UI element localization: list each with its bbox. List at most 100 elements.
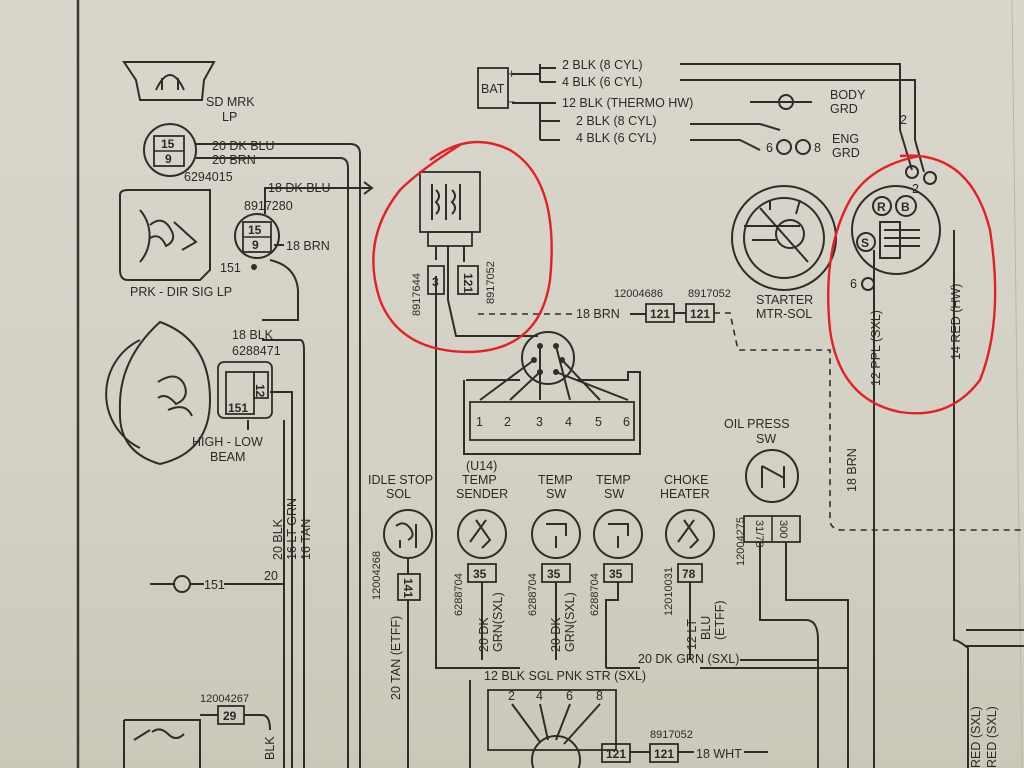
- starter-label-2: MTR-SOL: [756, 307, 812, 321]
- starter-red-wire: 14 RED (HW): [949, 284, 963, 360]
- bottom-wire-runs: 12 BLK SGL PNK STR (SXL) 20 DK GRN (SXL)…: [469, 652, 999, 768]
- idle-wire: 20 TAN (ETFF): [389, 616, 403, 700]
- temp-sw1-part: 6288704: [527, 573, 539, 616]
- choke-part: 12010031: [663, 567, 675, 616]
- oil-label-2: SW: [756, 432, 776, 446]
- oil-label: OIL PRESS: [724, 417, 790, 431]
- coil-part-right: 8917052: [485, 261, 497, 304]
- headlamp-high-low: 18 BLK 6288471 151 12 HIGH - LOW BEAM 20…: [105, 320, 313, 768]
- dk-grn-wire: 20 DK GRN (SXL): [638, 652, 739, 666]
- bottom-left-component: 12004267 29 BLK: [123, 693, 277, 768]
- headlamp-vwire-tan: 16 TAN: [299, 519, 313, 560]
- choke-heater: CHOKE HEATER 78 12010031 12 LT BLU (ETFF…: [660, 473, 727, 660]
- distributor-cylinders: 1 2 3 4 5 6: [476, 415, 630, 429]
- park-dir-signal-lamp: PRK - DIR SIG LP 8917280 15 9 18 DK BLU …: [119, 181, 374, 321]
- starter-terminal-r: R: [877, 200, 886, 214]
- temp-sw2-part: 6288704: [589, 573, 601, 616]
- headlamp-vwire-grn: 16 LT GRN: [285, 498, 299, 560]
- bottom-red-2: RED (SXL): [985, 706, 999, 768]
- sgl-pnk-wire: 12 BLK SGL PNK STR (SXL): [484, 669, 646, 683]
- body-ground-label-2: GRD: [830, 102, 858, 116]
- sd-mrk-label-2: LP: [222, 110, 237, 124]
- cyl-5: 5: [595, 415, 602, 429]
- oil-pin-300: 300: [777, 520, 789, 538]
- temp-sw1-label-1: TEMP: [538, 473, 573, 487]
- bat-wire-5: 4 BLK (6 CYL): [576, 131, 657, 145]
- distributor: [463, 331, 641, 455]
- headlamp-pin-12: 12: [253, 384, 267, 398]
- brn-pin-1: 121: [650, 307, 670, 321]
- lamp-housing: [122, 61, 216, 101]
- temp-sw1-wire-1: 20 DK: [549, 617, 563, 652]
- idle-part: 12004268: [371, 551, 383, 600]
- connector-circle: [234, 213, 280, 259]
- temp-sender-wire-1: 20 DK: [477, 617, 491, 652]
- distributor-cap-circle: [521, 331, 575, 385]
- idle-label: IDLE STOP: [368, 473, 433, 487]
- highlight-circle-starter: [827, 154, 997, 415]
- prk-wire-brn: 18 BRN: [286, 239, 330, 253]
- temp-sw2-label-2: SW: [604, 487, 624, 501]
- choke-wire-3: (ETFF): [713, 600, 727, 640]
- temp-sender-label-1: (U14): [466, 459, 497, 473]
- battery: BAT + − 2 BLK (8 CYL) 4 BLK (6 CYL) 12 B…: [477, 58, 925, 173]
- starter-num-side: 6: [850, 277, 857, 291]
- temp-sender-label-3: SENDER: [456, 487, 508, 501]
- brn-vwire: 18 BRN: [845, 448, 859, 492]
- bat-wire-2: 4 BLK (6 CYL): [562, 75, 643, 89]
- battery-minus: −: [508, 95, 515, 109]
- temp-sender-label-2: TEMP: [462, 473, 497, 487]
- battery-box: [477, 67, 509, 109]
- brn-part-2: 8917052: [688, 288, 731, 300]
- temp-sw1-label-2: SW: [546, 487, 566, 501]
- temp-sender-pin: 35: [473, 567, 487, 581]
- starter-ppl-wire: 12 PPL (SXL): [869, 310, 883, 386]
- temp-sw1-pin: 35: [547, 567, 561, 581]
- sd-mrk-label: SD MRK: [206, 95, 255, 109]
- temp-sender-part: 6288704: [453, 573, 465, 616]
- sd-mrk-pin-9: 9: [165, 152, 172, 166]
- oil-part: 12004275: [735, 517, 747, 566]
- side-marker-lamp: SD MRK LP 15 9 20 DK BLU 20 BRN 6294015: [122, 61, 361, 768]
- brn-wire-run: 18 BRN 12004686 8917052 121 121 18 BRN: [576, 288, 1024, 531]
- coil-pin-3: 3: [432, 275, 439, 289]
- ground-symbol-icon: [173, 575, 191, 593]
- temp-sw2-label-1: TEMP: [596, 473, 631, 487]
- choke-pin: 78: [682, 567, 696, 581]
- ground-symbol-icon: [795, 139, 811, 155]
- highlight-circle-coil: [372, 140, 553, 354]
- bat-wire-3: 12 BLK (THERMO HW): [562, 96, 693, 110]
- bottom-cyl-8: 8: [596, 689, 603, 703]
- bottom-cyl-6: 6: [566, 689, 573, 703]
- headlamp-pin-151: 151: [228, 401, 248, 415]
- headlamp-vwire-blk: 20 BLK: [271, 518, 285, 560]
- eng-ground-label: ENG: [832, 132, 859, 146]
- temp-switch-2: TEMP SW 35 6288704: [589, 473, 643, 668]
- starter-terminal-b: B: [901, 200, 910, 214]
- sd-mrk-wire-1: 20 DK BLU: [212, 139, 275, 153]
- ground-wire-151: 151: [204, 578, 225, 592]
- bottom-red-1: RED (SXL): [969, 706, 983, 768]
- cyl-6: 6: [623, 415, 630, 429]
- starter-num-right: 2: [912, 182, 919, 196]
- battery-plus: +: [508, 67, 515, 81]
- idle-stop-solenoid: IDLE STOP SOL 141 12004268 20 TAN (ETFF): [368, 473, 433, 768]
- ignition-coil: 3 121 8917644 8917052: [411, 171, 572, 669]
- eng-num-6: 6: [766, 141, 773, 155]
- bat-wire-1: 2 BLK (8 CYL): [562, 58, 643, 72]
- starter-motor-solenoid: STARTER MTR-SOL R B S 2 2 6 12 PPL (SXL)…: [731, 113, 1024, 768]
- bottom-cyl-2: 2: [508, 689, 515, 703]
- choke-wire-2: BLU: [699, 616, 713, 640]
- choke-wire-1: 12 LT: [685, 619, 699, 650]
- prk-dir-label: PRK - DIR SIG LP: [130, 285, 232, 299]
- bottom-pin-1: 121: [606, 747, 626, 761]
- cyl-2: 2: [504, 415, 511, 429]
- brn-pin-2: 121: [690, 307, 710, 321]
- coil-pin-121: 121: [461, 273, 475, 293]
- headlamp-wire: 18 BLK: [232, 328, 274, 342]
- coil-part-left: 8917644: [411, 273, 423, 316]
- bottom-blk: BLK: [263, 736, 277, 760]
- page-edge: [1011, 0, 1023, 768]
- temp-sender-wire-2: GRN(SXL): [491, 592, 505, 652]
- bottom-pin-2: 121: [654, 747, 674, 761]
